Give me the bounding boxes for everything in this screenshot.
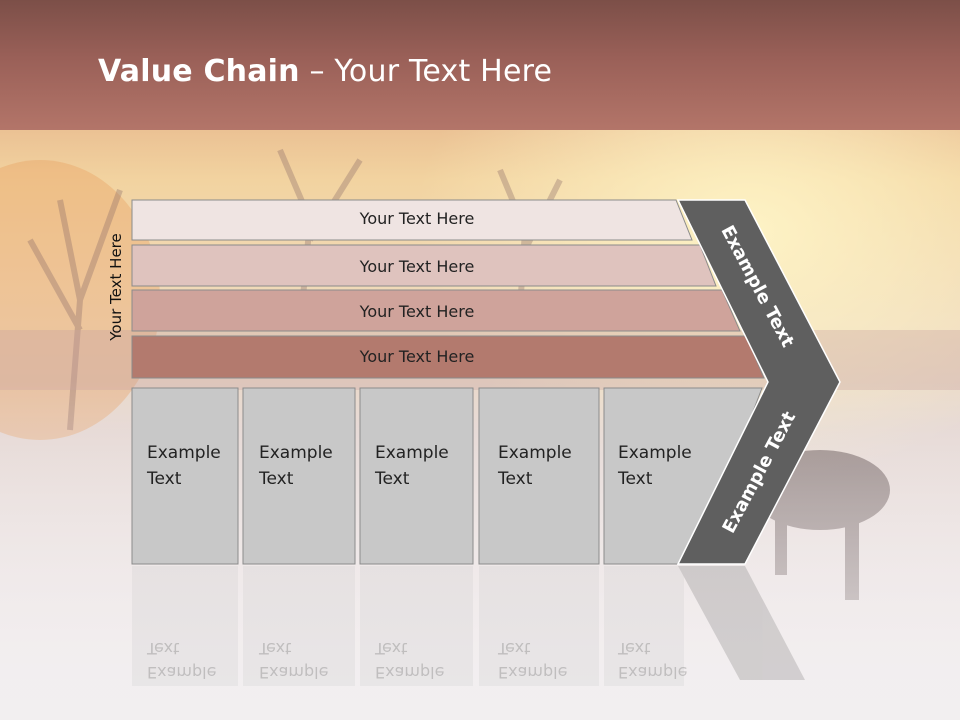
slide-title: Value Chain – Your Text Here (98, 54, 552, 89)
box-text-1-line1: Example (147, 443, 221, 463)
reflection-text-1-line1: Example (147, 663, 217, 682)
reflection-text-4-line1: Example (498, 663, 568, 682)
reflection-text-5: Example Text (618, 636, 687, 684)
row-label-3: Your Text Here (359, 302, 475, 321)
reflection-text-3-line2: Text (375, 639, 408, 658)
reflection-text-2: Example Text (259, 636, 328, 684)
reflection-text-1-line2: Text (147, 639, 180, 658)
reflection-text-3: Example Text (375, 636, 444, 684)
reflection-text-2-line1: Example (259, 663, 329, 682)
reflection-text-4-line2: Text (498, 639, 531, 658)
title-bold: Value Chain (98, 54, 300, 89)
side-label-text: Your Text Here (107, 233, 125, 341)
reflection-text-1: Example Text (147, 636, 216, 684)
box-text-4-line2: Text (498, 469, 533, 489)
box-text-2-line1: Example (259, 443, 333, 463)
row-label-1: Your Text Here (359, 209, 475, 228)
box-text-1-line2: Text (147, 469, 182, 489)
row-label-2: Your Text Here (359, 257, 475, 276)
title-bar (0, 0, 960, 130)
reflection-text-5-line2: Text (618, 639, 651, 658)
reflection-text-5-line1: Example (618, 663, 688, 682)
box-text-4-line1: Example (498, 443, 572, 463)
box-text-3-line2: Text (375, 469, 410, 489)
reflection-text-2-line2: Text (259, 639, 292, 658)
box-text-5-line1: Example (618, 443, 692, 463)
row-label-4: Your Text Here (359, 347, 475, 366)
side-label: Your Text Here (96, 222, 136, 352)
reflection-text-3-line1: Example (375, 663, 445, 682)
box-text-2-line2: Text (259, 469, 294, 489)
title-rest: – Your Text Here (299, 54, 553, 89)
box-text-5-line2: Text (618, 469, 653, 489)
reflection-text-4: Example Text (498, 636, 567, 684)
box-text-3-line1: Example (375, 443, 449, 463)
